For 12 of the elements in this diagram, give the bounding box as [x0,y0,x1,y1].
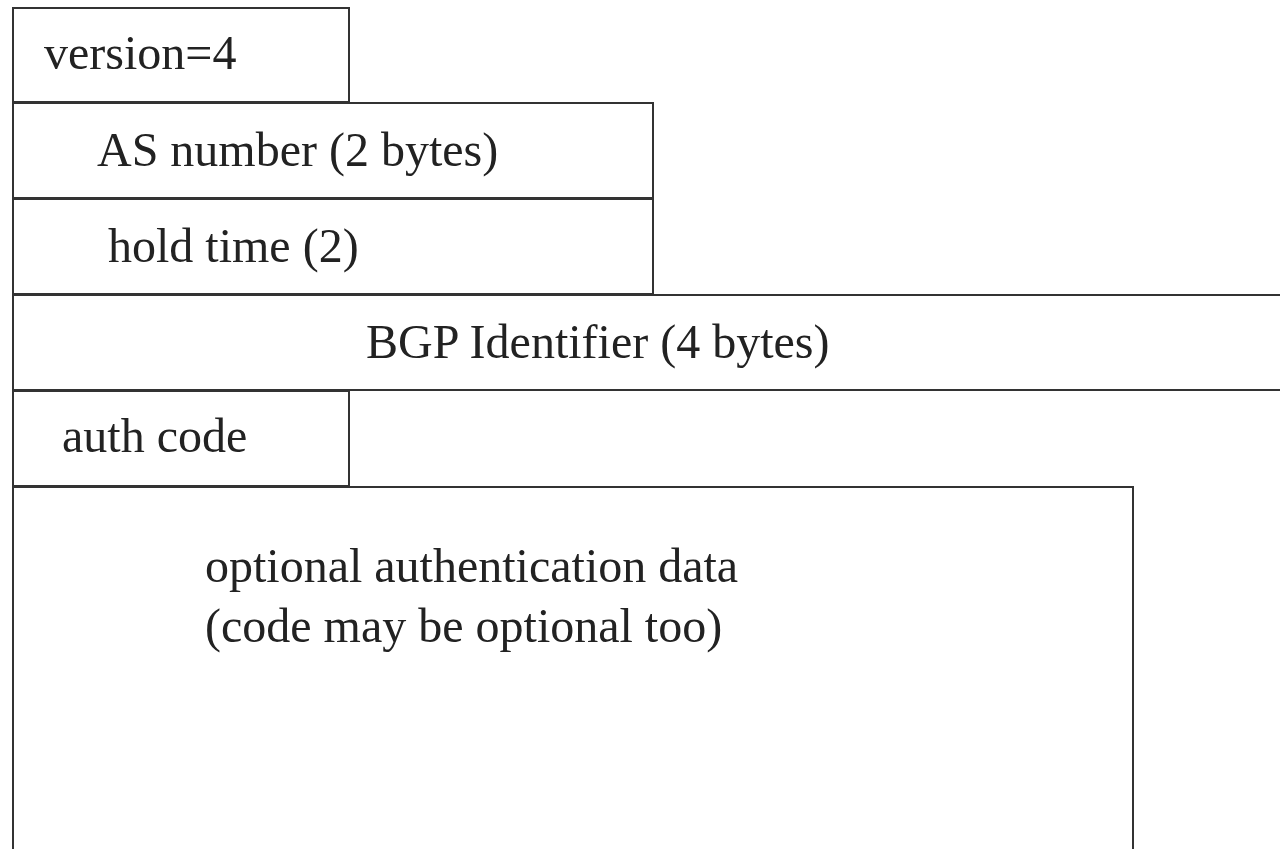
field-label: BGP Identifier (4 bytes) [366,314,831,371]
field-box [12,486,1134,849]
field-box [12,7,350,103]
field-box [12,198,654,295]
field-box [12,102,654,199]
field-label: hold time (2) [108,218,360,275]
field-label: optional authentication data (code may be optional too) [205,538,740,655]
field-label: version=4 [44,25,238,81]
field-label: auth code [62,408,249,464]
field-box [12,294,1280,391]
field-label: AS number (2 bytes) [97,122,500,179]
field-box [12,390,350,487]
